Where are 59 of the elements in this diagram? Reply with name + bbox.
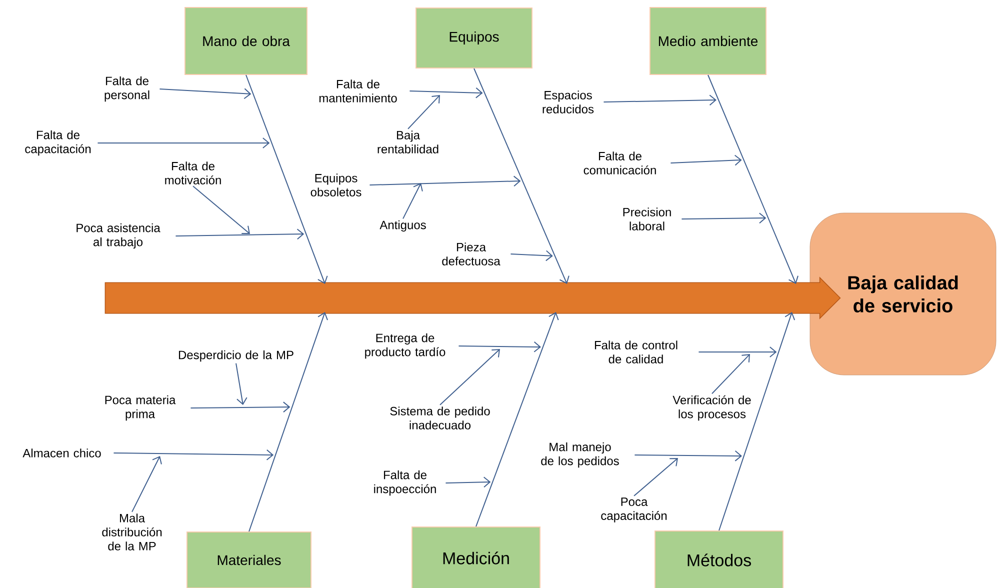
cause-label: Equipos obsoletos (310, 174, 362, 196)
cause-label: Falta de motivación (165, 162, 221, 184)
cause-label: Mala distribución de la MP (102, 514, 162, 550)
cause-arrow (440, 349, 500, 406)
cause-arrow (698, 346, 777, 358)
cause-label: Falta de control de calidad (594, 340, 678, 364)
cause-label: Falta de mantenimiento (319, 80, 397, 102)
cause-arrow (670, 154, 742, 166)
effect-box: Baja calidad de servicio (810, 212, 996, 376)
cause-arrow (603, 94, 716, 106)
cause-arrow (634, 450, 742, 462)
cause-label: Sistema de pedido inadecuado (390, 406, 490, 430)
cause-arrow (708, 74, 798, 284)
cause-arrow (175, 228, 304, 240)
cause-arrow (408, 95, 440, 130)
cause-arrow (476, 312, 559, 527)
cause-label: Falta de comunicación (584, 152, 656, 174)
cause-arrow (369, 176, 521, 187)
cause-arrow (474, 68, 570, 284)
cause-label: Poca asistencia al trabajo (76, 223, 160, 249)
cause-arrow (712, 354, 750, 394)
cause-arrow (246, 74, 328, 284)
cause-label: Antiguos (380, 220, 426, 232)
category-box: Mano de obra (184, 7, 308, 75)
cause-arrow (634, 458, 678, 496)
cause-label: Precision laboral (623, 208, 671, 230)
cause-label: Falta de personal (104, 76, 150, 102)
cause-label: Poca materia prima (105, 395, 176, 421)
cause-arrow (248, 312, 328, 532)
category-box: Equipos (416, 8, 532, 68)
cause-arrow (718, 312, 796, 531)
category-box: Materiales (186, 532, 312, 588)
cause-arrow (402, 183, 423, 220)
cause-arrow (409, 87, 483, 98)
cause-label: Almacen chico (22, 448, 101, 458)
cause-label: Verificación de los procesos (672, 395, 751, 421)
cause-arrow (159, 88, 252, 100)
cause-arrow (190, 402, 290, 413)
cause-arrow (132, 456, 162, 512)
cause-label: Baja rentabilidad (378, 130, 438, 154)
cause-label: Pieza defectuosa (442, 242, 500, 266)
cause-label: Entrega de producto tardío (365, 333, 446, 359)
cause-label: Mal manejo de los pedidos (541, 442, 619, 468)
cause-label: Desperdicio de la MP (178, 350, 294, 362)
cause-arrow (510, 250, 553, 262)
cause-arrow (113, 449, 274, 460)
cause-label: Espacios reducidos (542, 90, 594, 114)
cause-arrow (192, 186, 250, 234)
cause-arrow (681, 212, 766, 224)
cause-label: Falta de capacitación (25, 130, 91, 156)
cause-label: Falta de inspoección (374, 470, 436, 496)
category-box: Métodos (654, 530, 784, 588)
cause-arrow (458, 341, 541, 352)
cause-arrow (445, 476, 491, 488)
category-box: Medición (412, 526, 540, 588)
cause-arrow (97, 138, 270, 148)
category-box: Medio ambiente (650, 7, 766, 75)
cause-label: Poca capacitación (601, 498, 667, 522)
cause-arrow (236, 362, 248, 405)
